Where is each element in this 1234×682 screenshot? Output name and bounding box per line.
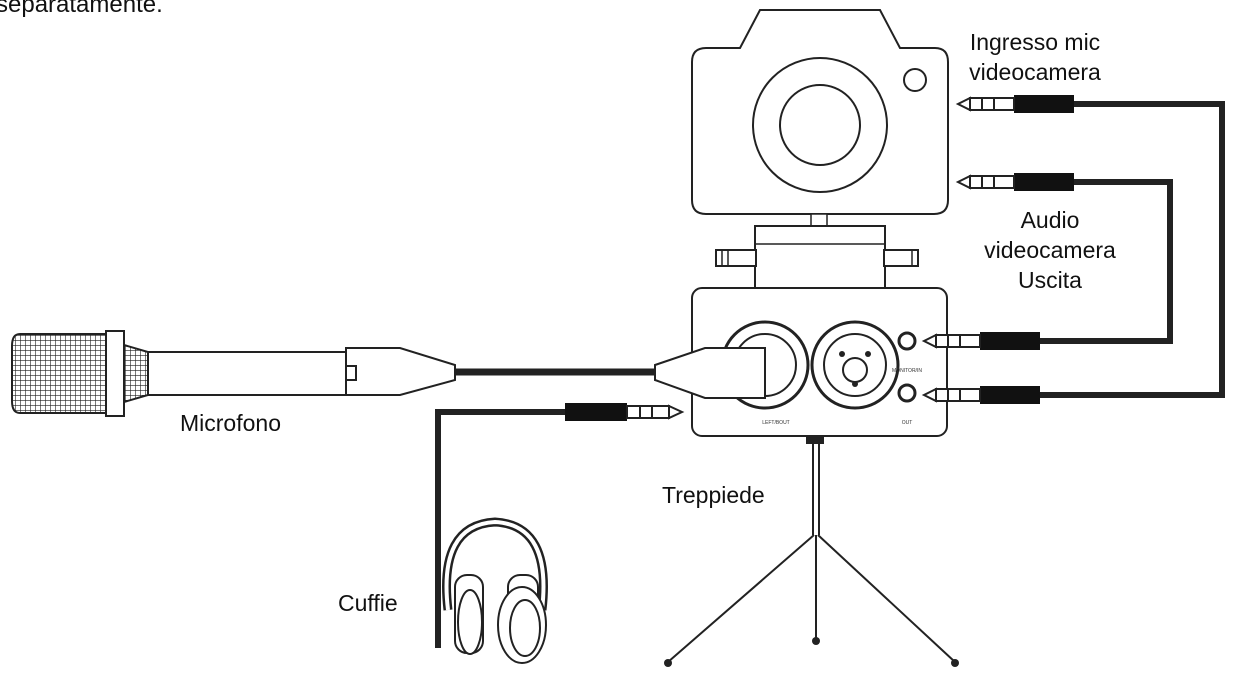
label-microphone: Microfono (180, 410, 281, 436)
xlr-connector-interface-end (654, 347, 766, 399)
headphones (442, 517, 548, 664)
camera-lens-inner (779, 84, 861, 166)
camera-audio-out-cable (921, 173, 1173, 350)
camera-flash (903, 68, 927, 92)
camera-mount-screw (810, 213, 828, 227)
label-camera-audio-out-line1: Audio (1020, 207, 1080, 233)
out-marking: OUT (902, 420, 913, 426)
monitor-in-jack (897, 331, 917, 351)
label-camera-mic-in-line2: videocamera (969, 59, 1101, 85)
monitor-marking: MONITOR/IN (892, 368, 922, 374)
label-headphones: Cuffie (338, 590, 398, 616)
xlr-cable (455, 347, 766, 399)
microphone-body (147, 351, 347, 396)
camera (691, 9, 949, 227)
mount-bracket (715, 225, 919, 289)
tripod-socket (806, 436, 824, 444)
label-camera-mic-in: Ingresso mic videocamera (960, 27, 1110, 87)
bracket-knob-left (715, 249, 757, 267)
camera-mic-cable (921, 95, 1225, 404)
microphone-grille (11, 333, 107, 414)
headphone-plug-body (565, 403, 627, 421)
xlr-connector-mic-end (345, 347, 456, 396)
tripod (664, 444, 959, 667)
top-text-fragment: separatamente. (0, 0, 163, 18)
line-out-marking: LEFT/BOUT (762, 420, 790, 426)
label-camera-audio-out-line3: Uscita (1018, 267, 1082, 293)
bracket-knob-right (883, 249, 919, 267)
label-camera-audio-out: Audio videocamera Uscita (975, 205, 1125, 295)
label-camera-mic-in-line1: Ingresso mic (969, 29, 1101, 55)
headphone-cable (435, 403, 685, 648)
out-jack (897, 383, 917, 403)
label-camera-audio-out-line2: videocamera (984, 237, 1116, 263)
microphone (11, 330, 456, 417)
label-tripod: Treppiede (662, 482, 765, 508)
